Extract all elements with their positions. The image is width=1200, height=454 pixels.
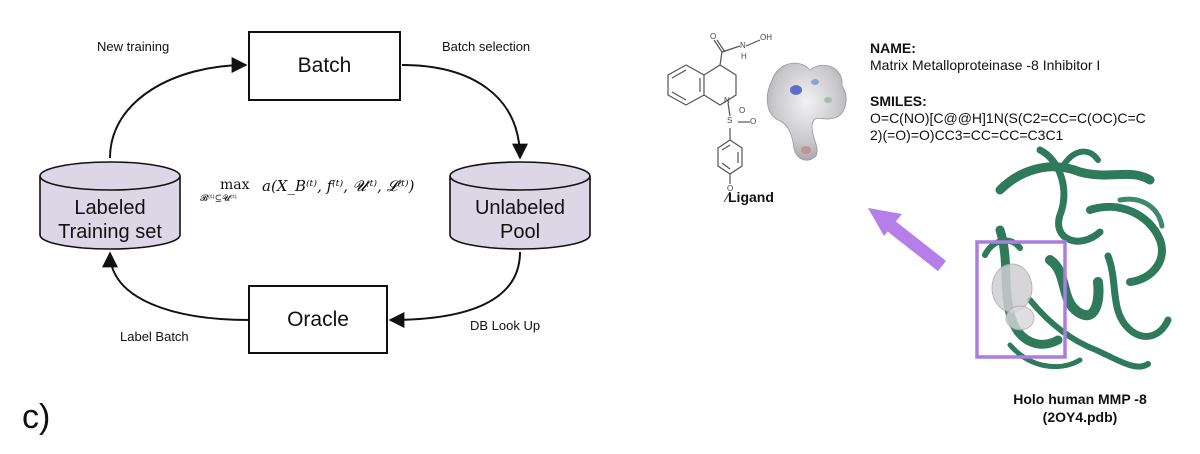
arrow-oracle-to-labeled bbox=[102, 251, 250, 321]
ligand-caption: Ligand bbox=[728, 189, 774, 205]
oracle-label: Oracle bbox=[287, 307, 349, 331]
arrow-batch-to-unlabeled bbox=[401, 64, 528, 160]
labeled-training-set-label: Labeled Training set bbox=[40, 196, 180, 244]
atom-n1: N bbox=[740, 41, 746, 50]
labeled-line-1: Labeled bbox=[74, 197, 146, 219]
binding-site-highlight bbox=[975, 240, 1067, 359]
ligand-surface-render bbox=[766, 62, 847, 161]
atom-n2: N bbox=[724, 96, 730, 105]
edge-label-db-lookup: DB Look Up bbox=[470, 318, 541, 333]
unlabeled-pool-label: Unlabeled Pool bbox=[450, 196, 590, 244]
molecule-info: NAME: Matrix Metalloproteinase -8 Inhibi… bbox=[870, 40, 1190, 144]
arrow-unlabeled-to-oracle bbox=[388, 251, 521, 328]
smiles-line-1: O=C(NO)[C@@H]1N(S(C2=CC=C(OC)C=C bbox=[870, 110, 1146, 126]
labeled-training-set-cylinder bbox=[39, 161, 181, 250]
edge-label-new-training: New training bbox=[97, 39, 170, 54]
protein-caption-line-2: (2OY4.pdb) bbox=[1042, 409, 1118, 425]
formula-max: max bbox=[220, 177, 250, 193]
atom-oh: OH bbox=[760, 33, 772, 42]
name-value: Matrix Metalloproteinase -8 Inhibitor I bbox=[870, 57, 1101, 73]
binding-pocket-arrow bbox=[868, 208, 947, 272]
edge-label-batch-selection: Batch selection bbox=[442, 39, 531, 54]
formula-body: a(X_B⁽ᵗ⁾, f⁽ᵗ⁾, 𝓤⁽ᵗ⁾, 𝓛⁽ᵗ⁾) bbox=[262, 177, 415, 195]
ligand-2d-structure bbox=[667, 39, 761, 203]
protein-caption: Holo human MMP -8 (2OY4.pdb) bbox=[990, 390, 1170, 426]
atom-h: H bbox=[741, 52, 747, 61]
acquisition-formula: max 𝓑⁽ᵗ⁾⊆𝓤⁽ᵗ⁾ a(X_B⁽ᵗ⁾, f⁽ᵗ⁾, 𝓤⁽ᵗ⁾, 𝓛⁽ᵗ⁾… bbox=[200, 172, 440, 212]
atom-o4: O bbox=[727, 184, 734, 193]
formula-subscript: 𝓑⁽ᵗ⁾⊆𝓤⁽ᵗ⁾ bbox=[200, 194, 237, 204]
protein-caption-line-1: Holo human MMP -8 bbox=[1013, 391, 1147, 407]
name-heading: NAME: bbox=[870, 40, 916, 56]
unlabeled-pool-cylinder bbox=[449, 161, 591, 250]
atom-s: S bbox=[727, 116, 733, 125]
protein-ribbon-render bbox=[982, 146, 1172, 370]
unlabeled-line-1: Unlabeled bbox=[474, 197, 566, 219]
smiles-line-2: 2)(=O)=O)CC3=CC=CC=C3C1 bbox=[870, 127, 1064, 143]
atom-o2: O bbox=[739, 106, 746, 115]
atom-o1: O bbox=[710, 32, 717, 41]
batch-label: Batch bbox=[297, 54, 352, 77]
unlabeled-line-2: Pool bbox=[499, 221, 541, 243]
atom-o3: O bbox=[750, 117, 757, 126]
labeled-line-2: Training set bbox=[58, 221, 162, 243]
batch-box: Batch bbox=[248, 31, 401, 101]
oracle-box: Oracle bbox=[248, 285, 388, 354]
edge-label-label-batch: Label Batch bbox=[120, 329, 189, 344]
arrow-labeled-to-batch bbox=[109, 57, 248, 159]
panel-label: c) bbox=[22, 398, 51, 436]
smiles-heading: SMILES: bbox=[870, 93, 927, 109]
ligand-atom-labels: O N OH H N S O O O bbox=[0, 0, 772, 193]
